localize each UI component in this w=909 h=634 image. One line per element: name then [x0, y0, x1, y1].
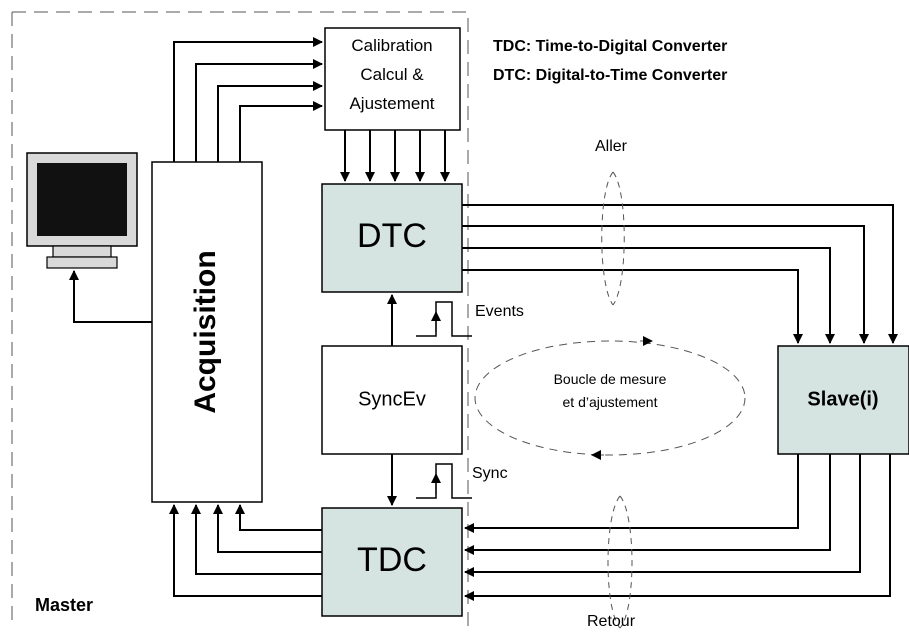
retour-bundle-ellipse: [607, 495, 633, 629]
calibration-label-line2: Calcul &: [360, 65, 424, 84]
sync-label: Sync: [472, 465, 508, 482]
legend-tdc: TDC: Time-to-Digital Converter: [493, 38, 727, 55]
legend-dtc: DTC: Digital-to-Time Converter: [493, 67, 727, 84]
aller-bundle-ellipse: [601, 171, 625, 306]
acq-to-calibration-arrows: [173, 37, 323, 162]
slave-to-tdc-arrows: [464, 454, 891, 601]
acquisition-label: Acquisition: [189, 250, 222, 413]
calibration-to-dtc-arrows: [340, 130, 450, 182]
slave-block: [777, 345, 909, 455]
master-label: Master: [35, 595, 93, 615]
loop-ellipse: [474, 340, 746, 456]
events-label: Events: [475, 303, 524, 320]
loop-label-line1: Boucle de mesure: [554, 371, 667, 387]
retour-label: Retour: [587, 613, 636, 630]
dtc-label: DTC: [357, 217, 427, 255]
acq-to-computer-arrow: [69, 270, 152, 323]
syncev-label: SyncEv: [358, 388, 426, 410]
acquisition-block: [151, 161, 263, 503]
calibration-label-line3: Ajustement: [349, 94, 434, 113]
dtc-to-slave-arrows: [462, 204, 898, 344]
calibration-label-line1: Calibration: [351, 36, 432, 55]
syncev-block: [321, 345, 463, 455]
sync-pulse-icon: [416, 463, 472, 499]
computer-icon: [26, 152, 138, 269]
tdc-to-acquisition-arrows: [169, 504, 322, 597]
aller-label: Aller: [595, 138, 628, 155]
dtc-block: [321, 183, 463, 293]
events-pulse-icon: [416, 301, 472, 337]
tdc-label: TDC: [357, 541, 427, 579]
loop-label-line2: et d’ajustement: [563, 394, 658, 410]
master-boundary: [11, 11, 469, 628]
tdc-block: [321, 507, 463, 617]
slave-label: Slave(i): [807, 388, 878, 410]
calibration-block: [324, 27, 461, 131]
